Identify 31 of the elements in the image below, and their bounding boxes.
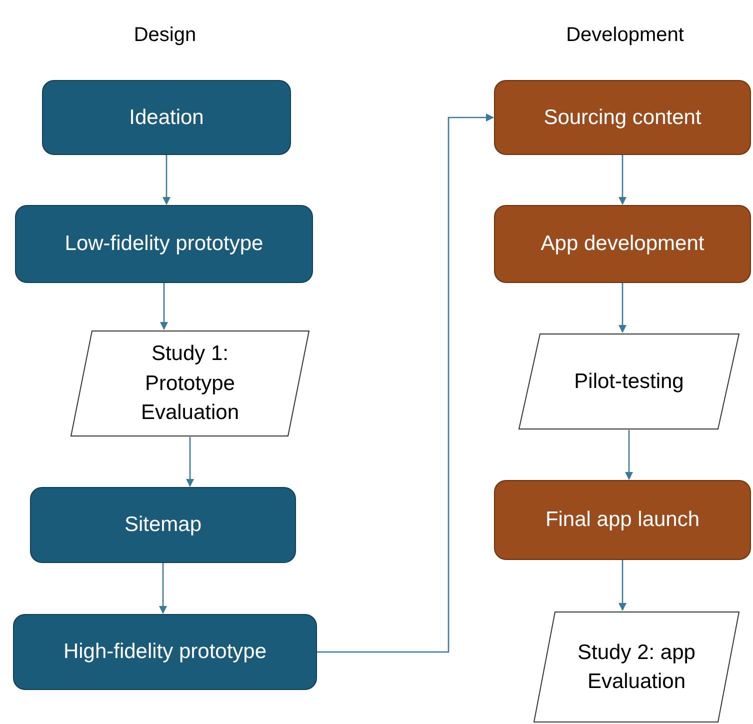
arrow — [618, 560, 626, 611]
arrow — [317, 114, 494, 653]
node-label: Pilot-testing — [573, 368, 685, 395]
data-parallelogram — [533, 611, 740, 723]
process-box — [30, 487, 296, 563]
process-box — [15, 205, 313, 283]
data-parallelogram — [518, 333, 740, 430]
node-label: High-fidelity prototype — [62, 639, 268, 666]
arrow — [618, 283, 626, 333]
node-label: Study 2: app Evaluation — [576, 640, 696, 695]
node-label: Ideation — [128, 104, 205, 131]
arrow — [159, 563, 167, 614]
process-box — [494, 80, 751, 155]
data-parallelogram — [70, 330, 310, 437]
node-label: App development — [540, 231, 706, 258]
process-box — [13, 614, 317, 690]
arrow — [186, 437, 194, 487]
arrow — [625, 430, 633, 480]
column-heading: Design — [134, 23, 196, 48]
node-label: Sitemap — [123, 512, 203, 538]
process-box — [494, 480, 751, 560]
arrow — [618, 155, 626, 205]
arrow — [162, 155, 170, 205]
process-box — [42, 80, 291, 155]
node-label: Study 1: Prototype Evaluation — [140, 341, 240, 426]
node-label: Sourcing content — [542, 104, 702, 131]
process-box — [494, 205, 751, 283]
node-label: Final app launch — [544, 507, 701, 534]
arrow — [160, 283, 168, 330]
column-heading: Development — [566, 23, 684, 48]
node-label: Low-fidelity prototype — [64, 231, 264, 258]
